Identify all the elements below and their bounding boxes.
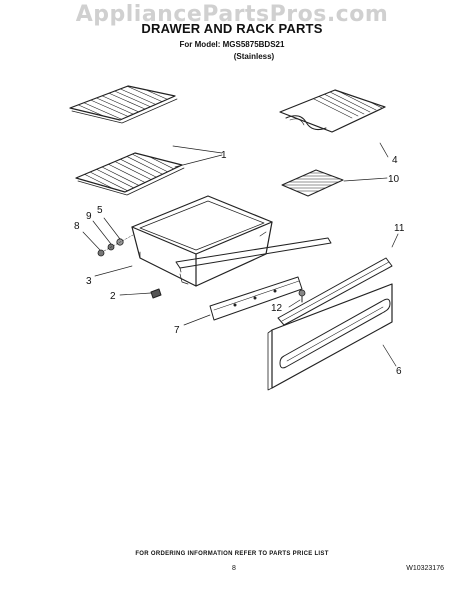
drawer-front-panel — [267, 283, 393, 391]
drawer-trim-strip — [209, 276, 303, 321]
page-number: 8 — [232, 565, 236, 572]
callout-leader-lines — [82, 142, 399, 367]
hardware-fasteners — [97, 234, 134, 257]
drawer-front-trim — [277, 257, 393, 326]
variant-subtitle: (Stainless) — [233, 52, 275, 61]
oven-rack-upper — [69, 85, 178, 124]
callout-12: 12 — [271, 303, 283, 314]
small-rack-insert — [281, 169, 344, 197]
callout-8: 8 — [74, 221, 80, 232]
callout-5: 5 — [97, 205, 103, 216]
watermark: AppliancePartsPros.com — [75, 2, 389, 27]
callout-2: 2 — [110, 291, 116, 302]
callout-1: 1 — [221, 150, 227, 161]
callout-11: 11 — [394, 223, 405, 234]
drawer-bracket — [150, 288, 162, 299]
callout-4: 4 — [392, 155, 398, 166]
screw-part-12 — [298, 289, 306, 303]
oven-rack-lower — [75, 152, 185, 196]
document-number: W10323176 — [406, 565, 444, 572]
callout-6: 6 — [396, 366, 402, 377]
ordering-note: FOR ORDERING INFORMATION REFER TO PARTS … — [135, 551, 329, 557]
callout-7: 7 — [174, 325, 180, 336]
callout-10: 10 — [388, 174, 400, 185]
model-subtitle: For Model: MGS5875BDS21 — [179, 40, 285, 49]
storage-drawer — [131, 195, 273, 287]
drawer-slide-rail — [175, 237, 332, 273]
callout-9: 9 — [86, 211, 92, 222]
page-title: DRAWER AND RACK PARTS — [141, 21, 323, 36]
split-oven-rack — [279, 89, 386, 133]
callout-3: 3 — [86, 276, 92, 287]
